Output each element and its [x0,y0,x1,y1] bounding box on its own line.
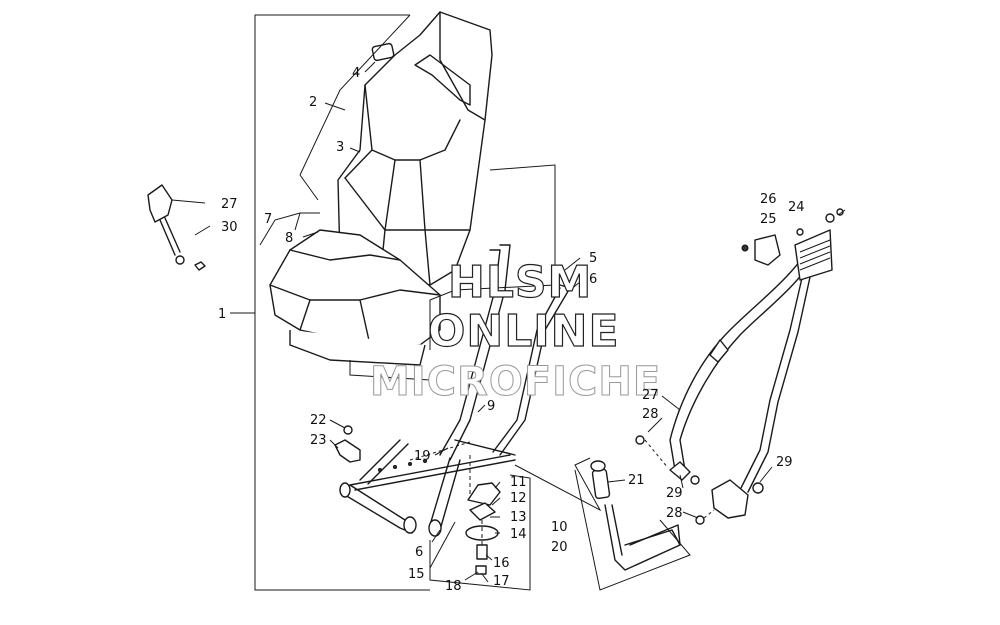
callout-28-bottom: 28 [666,506,683,521]
belt-drawing [635,208,844,525]
callout-6-top: 6 [589,272,597,287]
callout-8: 8 [285,231,293,246]
callout-18: 18 [445,579,462,594]
pedestal-drawing [514,457,691,591]
callout-16: 16 [493,556,510,571]
callout-26: 26 [760,192,777,207]
callout-7: 7 [264,212,272,227]
callout-6-bottom: 6 [415,545,423,560]
callout-labels: 1 2 3 4 5 6 6 7 8 9 10 11 12 13 14 15 16… [218,66,805,594]
callout-12: 12 [510,491,527,506]
callout-23: 23 [310,433,327,448]
callout-21: 21 [628,473,645,488]
callout-17: 17 [493,574,510,589]
buckle-drawing [147,184,206,271]
callout-10: 10 [551,520,568,535]
seat-back-drawing [337,11,493,286]
callout-3: 3 [336,140,344,155]
callout-9: 9 [487,399,495,414]
leader-lines [171,14,846,583]
callout-11: 11 [510,475,527,490]
callout-19: 19 [414,449,431,464]
callout-29-right: 29 [776,455,793,470]
seat-frame-drawing [339,244,571,537]
assembly-bracket [230,14,430,591]
callout-28-top: 28 [642,407,659,422]
seat-cushion-drawing [269,229,441,366]
callout-5: 5 [589,251,597,266]
callout-22: 22 [310,413,327,428]
watermark-line-2: ONLINE [428,306,620,357]
callout-1: 1 [218,307,226,322]
callout-13: 13 [510,510,527,525]
callout-27-right: 27 [642,388,659,403]
callout-27-left: 27 [221,197,238,212]
callout-4: 4 [352,66,360,81]
bracket-drawing [334,425,361,463]
callout-14: 14 [510,527,527,542]
callout-30: 30 [221,220,238,235]
callout-20: 20 [551,540,568,555]
callout-25: 25 [760,212,777,227]
callout-29-left: 29 [666,486,683,501]
callout-2: 2 [309,95,317,110]
watermark-line-3: MICROFICHE [370,359,661,405]
watermark-line-1: HLSM [448,257,592,308]
callout-24: 24 [788,200,805,215]
callout-15: 15 [408,567,425,582]
watermark: HLSM ONLINE MICROFICHE [370,256,661,405]
